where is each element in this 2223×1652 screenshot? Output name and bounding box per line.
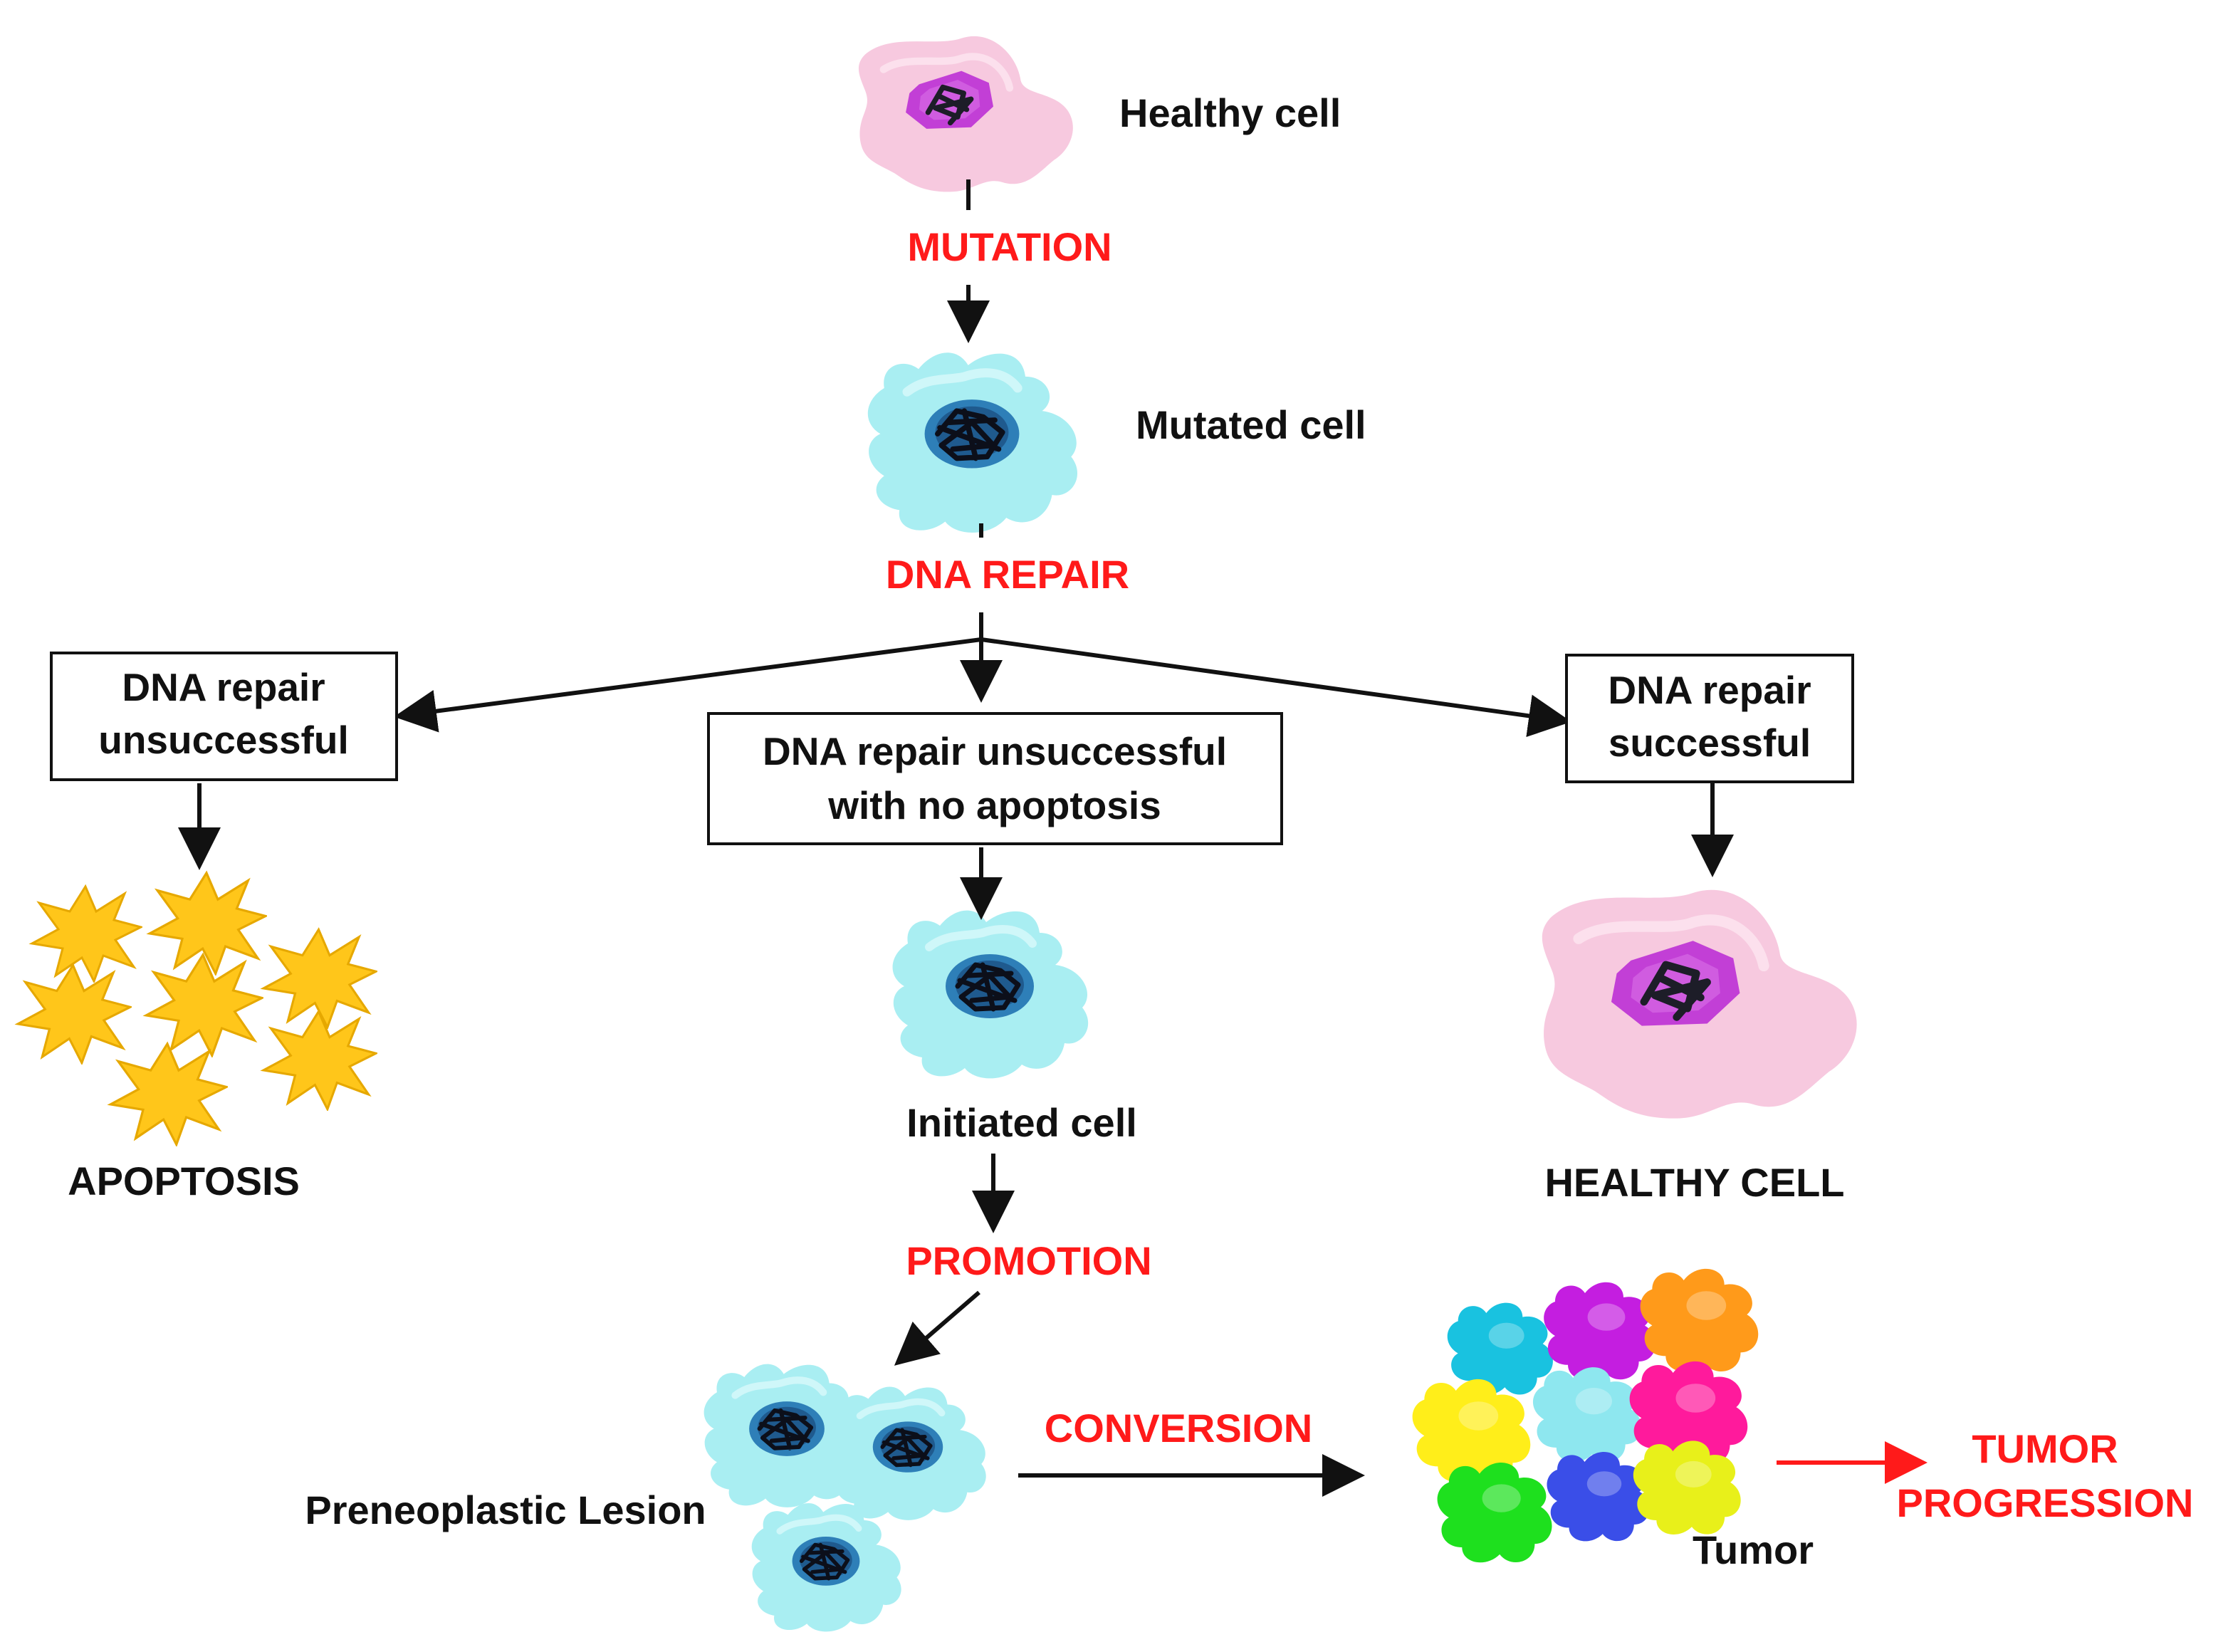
label-healthy-cell: Healthy cell [1119, 90, 1341, 135]
box-left-line1: DNA repair [122, 665, 325, 709]
label-healthy-cell-result: HEALTHY CELL [1544, 1160, 1844, 1205]
connectors [178, 179, 1734, 1497]
label-dna-repair: DNA REPAIR [886, 552, 1129, 597]
arrow-to-left-box [394, 637, 982, 733]
apoptotic-bodies [16, 872, 377, 1146]
box-repair-successful [1565, 654, 1854, 783]
box-repair-unsuccessful-no-apoptosis [707, 712, 1283, 845]
box-left-line2: unsuccessful [98, 718, 349, 762]
mutated-cell-image [868, 352, 1077, 533]
label-tumor-progression-line2: PROGRESSION [1897, 1480, 2194, 1525]
box-center-line2: with no apoptosis [827, 783, 1161, 827]
label-apoptosis: APOPTOSIS [68, 1159, 300, 1203]
initiated-cell-image [893, 911, 1089, 1079]
label-preneoplastic-lesion: Preneoplastic Lesion [305, 1488, 706, 1532]
box-center-line1: DNA repair unsuccessful [763, 729, 1227, 773]
tumor-image [1412, 1268, 1759, 1563]
label-tumor-progression-line1: TUMOR [1972, 1426, 2118, 1471]
healthy-cell-image [859, 36, 1073, 192]
healthy-cell-result-image [1542, 890, 1857, 1119]
box-right-line1: DNA repair [1608, 668, 1811, 712]
box-repair-unsuccessful [50, 652, 398, 781]
label-tumor: Tumor [1693, 1527, 1814, 1572]
label-initiated-cell: Initiated cell [906, 1100, 1137, 1145]
arrow-promotion-diag [894, 1290, 980, 1366]
arrow-to-right-box [980, 637, 1571, 738]
label-mutation: MUTATION [907, 224, 1112, 269]
label-conversion: CONVERSION [1045, 1406, 1313, 1450]
preneoplastic-lesion-image [704, 1364, 986, 1632]
label-mutated-cell: Mutated cell [1136, 402, 1366, 447]
label-promotion: PROMOTION [906, 1238, 1151, 1283]
box-right-line2: successful [1609, 721, 1811, 765]
